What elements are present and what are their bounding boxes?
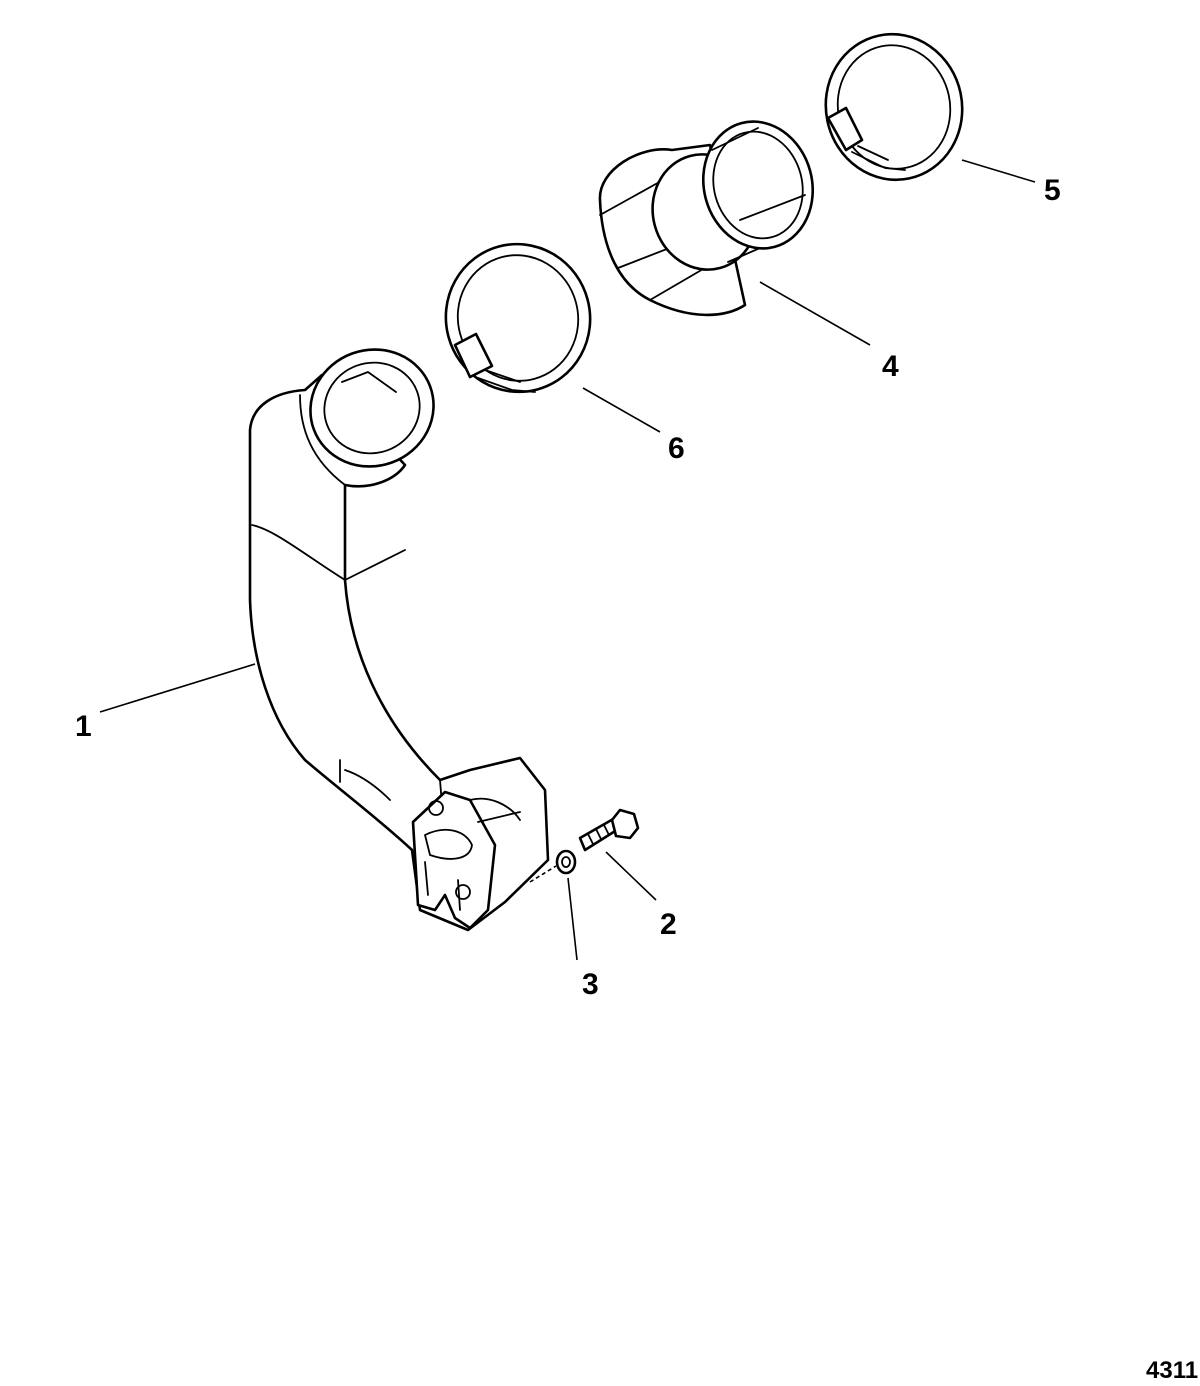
exhaust-elbow — [248, 348, 550, 932]
callout-5: 5 — [1044, 174, 1061, 207]
callout-3: 3 — [582, 968, 599, 1001]
callout-2: 2 — [660, 908, 677, 941]
leader-line-2 — [605, 851, 657, 901]
elbow-mounting-flange — [411, 790, 497, 930]
callout-6: 6 — [668, 432, 685, 465]
washer — [529, 849, 577, 883]
hose-clamp-lower — [444, 242, 592, 394]
bolt — [578, 808, 640, 852]
leader-line-4 — [759, 281, 871, 346]
coupler-sleeve — [598, 120, 815, 317]
clamp-screw-housing-lower — [453, 332, 494, 379]
leader-line-6 — [582, 387, 661, 433]
leader-line-1 — [99, 663, 256, 713]
hose-clamp-upper — [824, 32, 964, 182]
callout-1: 1 — [75, 710, 92, 743]
leader-line-5 — [961, 159, 1036, 183]
figure-id: 4311 — [1146, 1357, 1198, 1384]
callout-4: 4 — [882, 350, 899, 383]
leader-line-3 — [567, 877, 578, 961]
clamp-screw-housing-upper — [826, 106, 864, 152]
